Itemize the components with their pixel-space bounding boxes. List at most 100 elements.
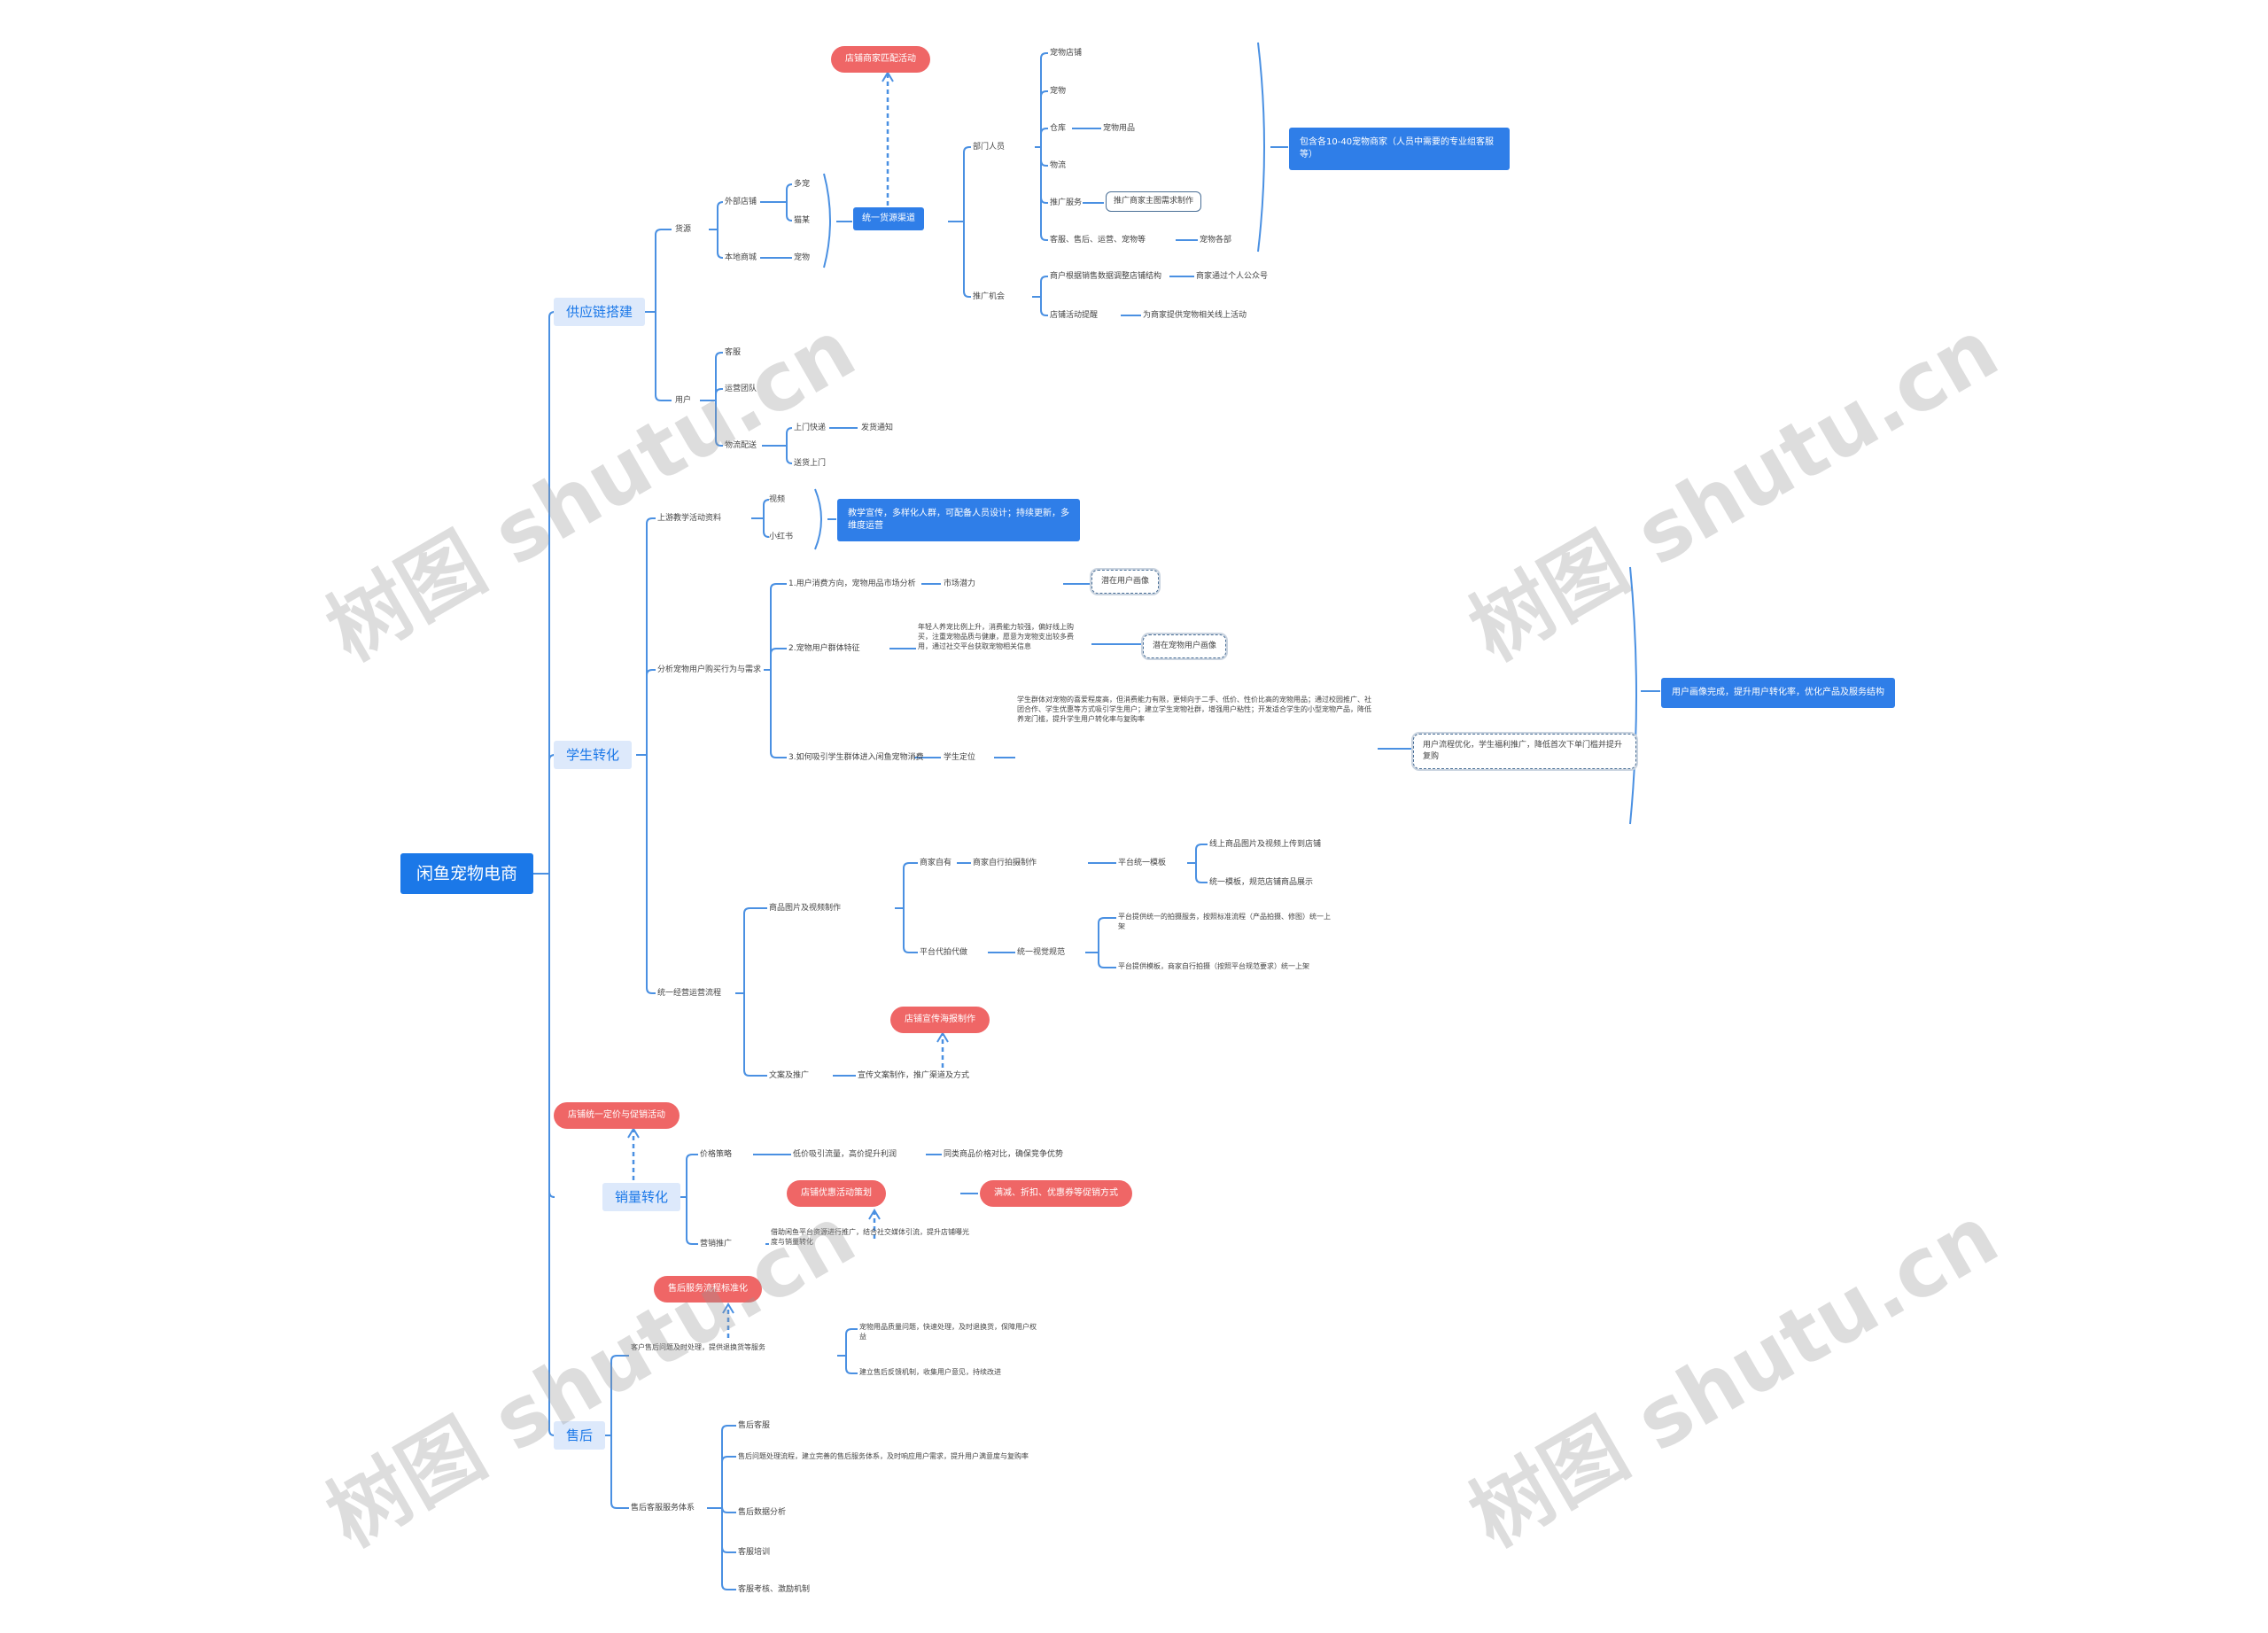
link (763, 499, 770, 506)
node-unified-ops[interactable]: 统一经营运营流程 (657, 989, 722, 998)
node-q1-box[interactable]: 潜在用户画像 (1091, 570, 1160, 594)
node-promo[interactable]: 推广机会 (973, 292, 1006, 301)
node-cs-5[interactable]: 客服考核、激励机制 (738, 1585, 811, 1594)
link (1040, 159, 1048, 167)
branch-after-sales[interactable]: 售后 (554, 1421, 606, 1450)
node-own-media-mid[interactable]: 商家自行拍摄制作 (973, 859, 1037, 867)
red-campaign[interactable]: 店铺优惠活动策划 (787, 1180, 886, 1207)
node-copywriting[interactable]: 文案及推广 (769, 1071, 810, 1080)
link (646, 987, 656, 994)
link (715, 439, 723, 447)
node-dept-6[interactable]: 客服、售后、运营、宠物等 (1050, 236, 1146, 245)
summary-teaching[interactable]: 教学宣传，多样化人群，可配备人员设计；持续更新，多维度运营 (837, 499, 1080, 541)
node-express-note[interactable]: 发货通知 (861, 424, 894, 432)
node-q3-box[interactable]: 用户流程优化，学生福利推广，降低首次下单门槛并提升复购 (1413, 734, 1636, 769)
link (686, 1154, 698, 1161)
node-eye[interactable]: 多宠 (794, 180, 811, 189)
link (722, 1303, 734, 1314)
node-analysis[interactable]: 分析宠物用户购买行为与需求 (657, 665, 762, 674)
node-cs-4[interactable]: 客服培训 (738, 1548, 771, 1557)
node-promo-1-note[interactable]: 商家通过个人公众号 (1196, 272, 1269, 281)
link (823, 173, 831, 268)
node-own-media-mid2[interactable]: 平台统一模板 (1118, 859, 1167, 867)
branch-student-conversion[interactable]: 学生转化 (554, 741, 633, 769)
node-q3-text[interactable]: 学生群体对宠物的喜爱程度高，但消费能力有限，更倾向于二手、低价、性价比高的宠物用… (1017, 696, 1371, 723)
link (763, 531, 770, 538)
node-q2[interactable]: 2.宠物用户群体特征 (788, 644, 860, 653)
root-node[interactable]: 闲鱼宠物电商 (400, 853, 534, 894)
node-suppliers[interactable]: 货源 (675, 225, 692, 234)
link (963, 291, 971, 298)
node-dept-6-note[interactable]: 宠物各部 (1200, 236, 1232, 245)
node-dept-5[interactable]: 推广服务 (1050, 198, 1083, 207)
node-platform-media-mid[interactable]: 统一视觉规范 (1017, 948, 1066, 957)
node-video[interactable]: 视频 (769, 495, 786, 504)
node-copywriting-note[interactable]: 宣传文案制作，推广渠道及方式 (858, 1071, 970, 1080)
node-own-media[interactable]: 商家自有 (920, 859, 952, 867)
node-own-media-b[interactable]: 统一模板，规范店铺商品展示 (1209, 878, 1314, 887)
node-cs-system[interactable]: 售后客服服务体系 (631, 1504, 695, 1512)
node-q2-note[interactable]: 年轻人养宠比例上升，消费能力较强，偏好线上购买，注重宠物品质与健康，愿意为宠物支… (918, 623, 1074, 650)
node-cs-2[interactable]: 售后问题处理流程，建立完善的售后服务体系，及时响应用户需求，提升用户满意度与复购… (738, 1452, 1029, 1460)
node-q1[interactable]: 1.用户消费方向，宠物用品市场分析 (788, 579, 916, 588)
link (610, 1355, 629, 1362)
branch-supply-chain[interactable]: 供应链搭建 (554, 298, 646, 326)
branch-sales-conversion[interactable]: 销量转化 (602, 1183, 681, 1211)
red-pricing[interactable]: 店铺统一定价与促销活动 (554, 1102, 680, 1129)
node-q3[interactable]: 3.如何吸引学生群体进入闲鱼宠物消费 (788, 753, 924, 762)
node-unify-sources[interactable]: 统一货源渠道 (853, 207, 924, 230)
summary-user-profile[interactable]: 用户画像完成，提升用户转化率，优化产品及服务结构 (1661, 678, 1895, 708)
node-ops-team[interactable]: 运营团队 (725, 385, 757, 393)
node-media-production[interactable]: 商品图片及视频制作 (769, 904, 842, 913)
node-xhs[interactable]: 小红书 (769, 533, 794, 541)
red-poster[interactable]: 店铺宣传海报制作 (890, 1007, 990, 1033)
red-merchant-match[interactable]: 店铺商家匹配活动 (831, 46, 930, 73)
link (721, 1425, 736, 1432)
node-dept[interactable]: 部门人员 (973, 143, 1006, 152)
link (786, 214, 793, 222)
node-promo-1[interactable]: 商户根据销售数据调整店铺结构 (1050, 272, 1162, 281)
node-promo-2-note[interactable]: 为商家提供宠物相关线上活动 (1143, 311, 1247, 320)
node-q1-note[interactable]: 市场潜力 (944, 579, 976, 588)
node-delivery[interactable]: 送货上门 (794, 459, 827, 468)
node-price-a[interactable]: 低价吸引流量，高价提升利润 (793, 1150, 897, 1159)
node-q2-box[interactable]: 潜在宠物用户画像 (1143, 634, 1227, 658)
node-marketing-note[interactable]: 借助闲鱼平台资源进行推广，结合社交媒体引流，提升店铺曝光度与销量转化 (771, 1228, 969, 1246)
node-cust-service[interactable]: 客服 (725, 348, 742, 357)
node-after-sales-handle[interactable]: 客户售后问题及时处理，提供退换货等服务 (631, 1343, 765, 1351)
node-dept-4[interactable]: 物流 (1050, 161, 1067, 170)
node-promo-2[interactable]: 店铺活动提醒 (1050, 311, 1099, 320)
node-ext-shop[interactable]: 外部店铺 (725, 198, 757, 206)
node-price-b[interactable]: 同类商品价格对比，确保竞争优势 (944, 1150, 1064, 1159)
red-after-sales-std[interactable]: 售后服务流程标准化 (654, 1276, 762, 1303)
node-dept-2[interactable]: 宠物 (1050, 87, 1067, 96)
node-local-note[interactable]: 宠物 (794, 253, 811, 262)
summary-staffing[interactable]: 包含各10-40宠物商家（人员中需要的专业组客服等） (1289, 128, 1510, 170)
link (882, 71, 894, 82)
node-dept-3[interactable]: 仓库 (1050, 124, 1067, 133)
node-platform-media-b[interactable]: 平台提供模板，商家自行拍摄（按照平台规范要求）统一上架 (1118, 962, 1309, 970)
node-local[interactable]: 本地商城 (725, 253, 757, 262)
link (743, 1069, 767, 1077)
node-customers[interactable]: 用户 (675, 396, 692, 405)
node-platform-media[interactable]: 平台代拍代做 (920, 948, 968, 957)
node-cs-3[interactable]: 售后数据分析 (738, 1508, 787, 1517)
link (610, 1502, 629, 1509)
node-after-sales-b[interactable]: 建立售后反馈机制，收集用户意见，持续改进 (859, 1368, 1001, 1376)
node-dept-1[interactable]: 宠物店铺 (1050, 49, 1083, 58)
node-fish[interactable]: 猫某 (794, 216, 811, 225)
node-logistics[interactable]: 物流配送 (725, 441, 757, 450)
red-promo-methods[interactable]: 满减、折扣、优惠券等促销方式 (980, 1180, 1132, 1207)
node-after-sales-a[interactable]: 宠物用品质量问题，快速处理，及时退换货，保障用户权益 (859, 1323, 1037, 1341)
node-platform-media-a[interactable]: 平台提供统一的拍摄服务，按照标准流程（产品拍摄、修图）统一上架 (1118, 913, 1331, 930)
node-q3-mid[interactable]: 学生定位 (944, 753, 976, 762)
node-own-media-a[interactable]: 线上商品图片及视频上传到店铺 (1209, 840, 1322, 849)
node-cs-1[interactable]: 售后客服 (738, 1421, 771, 1430)
node-dept-5-note[interactable]: 推广商家主图需求制作 (1106, 191, 1202, 212)
node-teaching[interactable]: 上游教学活动资料 (657, 514, 722, 523)
node-dept-3-note[interactable]: 宠物用品 (1103, 124, 1136, 133)
node-marketing[interactable]: 营销推广 (700, 1240, 733, 1248)
node-express[interactable]: 上门快递 (794, 424, 827, 432)
node-price-strategy[interactable]: 价格策略 (700, 1150, 733, 1159)
